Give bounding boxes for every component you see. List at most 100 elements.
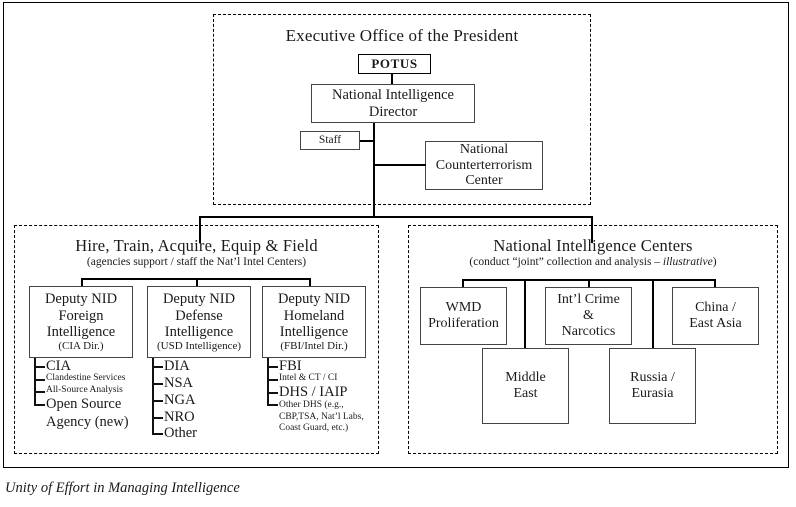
tree-tick-cia <box>34 366 45 368</box>
tree-item-nsa[interactable]: NSA <box>164 375 194 391</box>
box-deputy-nid-defense[interactable]: Deputy NID Defense Intelligence (USD Int… <box>147 286 251 358</box>
connector-nic-drop-russia <box>652 279 654 348</box>
connector-potus-to-nid <box>391 74 393 85</box>
tree-spine-foreign <box>34 358 36 405</box>
panel-nic-subtitle: (conduct “joint” collection and analysis… <box>408 256 778 268</box>
tree-item-dhs-iaip[interactable]: DHS / IAIP <box>279 384 348 400</box>
panel-national-intelligence-centers <box>408 225 778 454</box>
tree-item-other-dhs[interactable]: Other DHS (e.g., CBP,TSA, Nat’l Labs, Co… <box>279 400 364 434</box>
panel-nic-subtitle-emphasis: illustrative <box>662 256 713 268</box>
tree-item-nro[interactable]: NRO <box>164 409 195 425</box>
tree-tick-fbi <box>267 366 278 368</box>
connector-trunk-to-nctc <box>373 164 426 166</box>
box-staff-label: Staff <box>318 134 342 147</box>
connector-staff-to-trunk <box>360 140 375 142</box>
center-middle-east-line-1: Middle <box>505 370 546 386</box>
tree-tick-nga <box>152 400 163 402</box>
deputy-homeland-line-3: Intelligence <box>279 323 349 340</box>
panel-nic-subtitle-pre: (conduct “joint” collection and analysis… <box>469 256 663 268</box>
tree-item-dia[interactable]: DIA <box>164 358 190 374</box>
deputy-homeland-line-1: Deputy NID <box>277 291 351 308</box>
nctc-line-2: Counterterrorism <box>435 157 533 173</box>
deputy-homeland-line-2: Homeland <box>283 307 345 324</box>
tree-tick-clandestine <box>34 379 45 381</box>
panel-hire-train-acquire <box>14 225 379 454</box>
box-potus-label: POTUS <box>371 55 418 71</box>
panel-nic-subtitle-post: ) <box>712 256 717 268</box>
panel-nic-title: National Intelligence Centers <box>493 236 693 255</box>
box-potus[interactable]: POTUS <box>358 54 431 74</box>
tree-item-clandestine-services[interactable]: Clandestine Services <box>46 373 126 383</box>
tree-tick-intel-ct-ci <box>267 379 278 381</box>
deputy-defense-line-4: (USD Intelligence) <box>157 340 241 353</box>
box-staff[interactable]: Staff <box>300 131 360 150</box>
connector-nic-drop-middle-east <box>524 279 526 348</box>
tree-tick-dia <box>152 366 163 368</box>
center-china-line-1: China / <box>695 300 736 316</box>
center-wmd-line-2: Proliferation <box>428 316 499 331</box>
box-center-china-east-asia[interactable]: China / East Asia <box>672 287 759 345</box>
deputy-homeland-line-4: (FBI/Intel Dir.) <box>280 340 348 353</box>
tree-tick-nro <box>152 417 163 419</box>
box-center-wmd-proliferation[interactable]: WMD Proliferation <box>420 287 507 345</box>
box-center-intl-crime-narcotics[interactable]: Int’l Crime & Narcotics <box>545 287 632 345</box>
tree-item-intel-ct-ci[interactable]: Intel & CT / CI <box>279 373 338 383</box>
center-wmd-line-1: WMD <box>445 300 482 316</box>
panel-executive-office <box>213 14 591 205</box>
deputy-defense-line-2: Defense <box>175 307 223 324</box>
panel-hire-train-title: Hire, Train, Acquire, Equip & Field <box>75 236 318 255</box>
center-intl-crime-line-1: Int’l Crime <box>557 292 620 308</box>
box-center-middle-east[interactable]: Middle East <box>482 348 569 424</box>
connector-nic-drop-china <box>714 279 716 288</box>
tree-spine-defense <box>152 358 154 434</box>
connector-nic-drop-intl-crime <box>588 279 590 288</box>
center-intl-crime-line-3: Narcotics <box>561 323 616 339</box>
connector-deputies-drop-2 <box>196 278 198 287</box>
center-russia-line-2: Eurasia <box>631 386 674 401</box>
deputy-foreign-line-3: Intelligence <box>46 323 116 340</box>
tree-item-open-source-agency[interactable]: Open Source <box>46 396 122 412</box>
deputy-foreign-line-2: Foreign <box>58 307 104 324</box>
nid-line-1: National Intelligence <box>332 87 454 104</box>
connector-drop-left-panel <box>199 216 201 243</box>
deputy-defense-line-3: Intelligence <box>164 323 234 340</box>
center-russia-line-1: Russia / <box>630 370 675 386</box>
figure-caption: Unity of Effort in Managing Intelligence <box>5 480 240 496</box>
tree-item-other-defense[interactable]: Other <box>164 425 198 441</box>
deputy-defense-line-1: Deputy NID <box>162 291 236 308</box>
deputy-foreign-line-1: Deputy NID <box>44 291 118 308</box>
diagram-outer-frame <box>3 2 789 468</box>
connector-deputies-drop-1 <box>81 278 83 287</box>
tree-item-open-source-agency-new[interactable]: Agency (new) <box>46 414 129 430</box>
box-deputy-nid-foreign[interactable]: Deputy NID Foreign Intelligence (CIA Dir… <box>29 286 133 358</box>
tree-tick-open-source <box>34 404 45 406</box>
center-middle-east-line-2: East <box>513 386 538 401</box>
box-center-russia-eurasia[interactable]: Russia / Eurasia <box>609 348 696 424</box>
tree-item-fbi[interactable]: FBI <box>279 358 302 374</box>
connector-nid-trunk <box>373 123 375 217</box>
tree-tick-other-dhs <box>267 404 278 406</box>
tree-tick-nsa <box>152 383 163 385</box>
deputy-foreign-line-4: (CIA Dir.) <box>58 340 104 353</box>
tree-item-all-source-analysis[interactable]: All-Source Analysis <box>46 385 123 395</box>
box-national-counterterrorism-center[interactable]: National Counterterrorism Center <box>425 141 543 190</box>
tree-item-nga[interactable]: NGA <box>164 392 196 408</box>
connector-nic-drop-wmd <box>462 279 464 288</box>
box-national-intelligence-director[interactable]: National Intelligence Director <box>311 84 475 123</box>
tree-tick-other-defense <box>152 433 163 435</box>
nctc-line-1: National <box>459 142 509 157</box>
nid-line-2: Director <box>368 103 418 120</box>
connector-split-bar <box>199 216 593 218</box>
center-china-line-2: East Asia <box>689 316 742 331</box>
connector-deputies-drop-3 <box>309 278 311 287</box>
tree-tick-dhs-iaip <box>267 392 278 394</box>
tree-tick-all-source <box>34 391 45 393</box>
panel-hire-train-subtitle: (agencies support / staff the Nat’l Inte… <box>86 256 307 268</box>
connector-drop-right-panel <box>591 216 593 243</box>
box-deputy-nid-homeland[interactable]: Deputy NID Homeland Intelligence (FBI/In… <box>262 286 366 358</box>
tree-item-cia[interactable]: CIA <box>46 358 71 374</box>
panel-executive-office-title: Executive Office of the President <box>285 26 519 45</box>
nctc-line-3: Center <box>465 173 503 189</box>
tree-spine-homeland <box>267 358 269 405</box>
